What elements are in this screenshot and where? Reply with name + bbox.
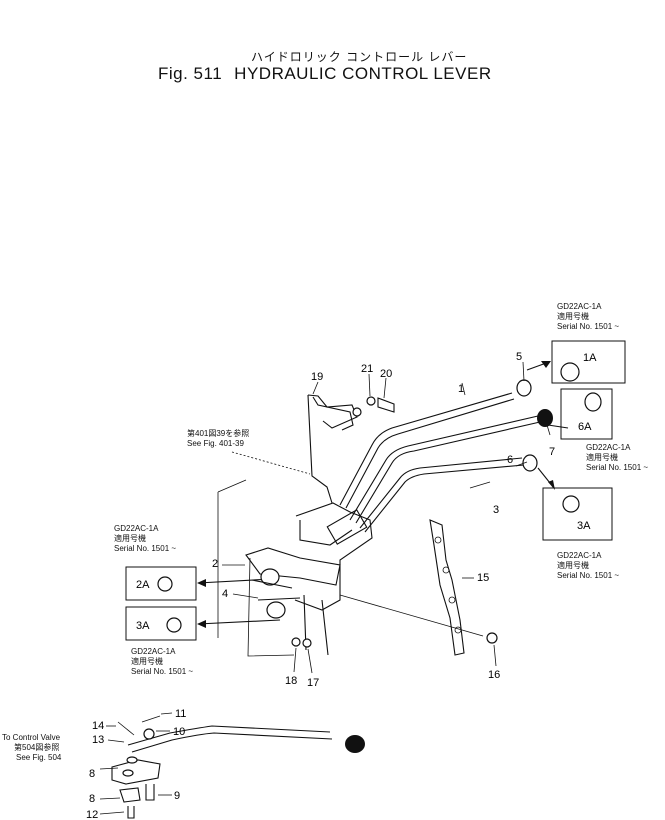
figure-number: Fig. 511 [158,64,223,83]
see-fig-401-note: 第401図39を参照 See Fig. 401-39 [187,429,249,449]
serial-note-jp: 適用号機 [586,453,618,462]
serial-note-model: GD22AC-1A [114,524,159,533]
part-number-7: 7 [549,446,555,458]
serial-note-serial: Serial No. 1501 ~ [557,571,620,580]
reference-line [217,451,311,657]
serial-note-serial: Serial No. 1501 ~ [131,667,194,676]
lever-knob-4 [266,601,286,619]
serial-note-model: GD22AC-1A [557,302,602,311]
control-valve-to: To Control Valve [2,733,61,742]
control-valve-note: To Control Valve 第504図参照 See Fig. 504 [2,733,61,763]
serial-note-6a: GD22AC-1A 適用号機 Serial No. 1501 ~ [586,443,648,473]
part-number-15: 15 [477,572,489,584]
part-number-19: 19 [311,371,323,383]
detail-arrows [197,361,569,628]
serial-note-model: GD22AC-1A [586,443,631,452]
part-number-20: 20 [380,368,392,380]
serial-note-jp: 適用号機 [131,657,163,666]
part-number-5: 5 [516,351,522,363]
part-number-3: 3 [493,504,499,516]
figure-title-japanese: ハイドロリック コントロール レバー [251,50,468,64]
part-number-1: 1 [458,383,464,395]
part-number-4: 4 [222,588,228,600]
part-number-8a: 8 [89,768,95,780]
part-number-14: 14 [92,720,104,732]
control-valve-en: See Fig. 504 [16,753,62,762]
lever-knob-5 [516,379,532,397]
serial-note-jp: 適用号機 [557,312,589,321]
figure-title: Fig. 511 HYDRAULIC CONTROL LEVER [158,64,492,84]
serial-note-3a-right: GD22AC-1A 適用号機 Serial No. 1501 ~ [557,551,619,581]
figure-title-english: HYDRAULIC CONTROL LEVER [234,64,492,83]
serial-note-serial: Serial No. 1501 ~ [557,322,620,331]
detail-label-1a: 1A [583,352,597,364]
part-number-13: 13 [92,734,104,746]
detail-box-6a: 6A [560,388,613,440]
serial-note-jp: 適用号機 [557,561,589,570]
serial-note-jp: 適用号機 [114,534,146,543]
detail-label-3a-left: 3A [136,620,150,632]
part-number-10: 10 [173,726,185,738]
part-number-16: 16 [488,669,500,681]
part-number-9: 9 [174,790,180,802]
part-number-11: 11 [175,708,186,720]
detail-box-3a-right: 3A [542,487,613,541]
detail-label-3a-right: 3A [577,520,591,532]
lever-knob-6 [522,454,538,472]
part-number-17: 17 [307,677,319,689]
serial-note-model: GD22AC-1A [557,551,602,560]
lever-assembly [339,379,553,533]
part-number-8b: 8 [89,793,95,805]
part-number-21: 21 [361,363,373,375]
serial-note-serial: Serial No. 1501 ~ [586,463,649,472]
serial-note-2a: GD22AC-1A 適用号機 Serial No. 1501 ~ [114,524,176,554]
see-fig-401-en: See Fig. 401-39 [187,439,244,448]
lever-knob-2 [260,568,280,586]
detail-label-2a: 2A [136,579,150,591]
serial-note-serial: Serial No. 1501 ~ [114,544,177,553]
serial-note-model: GD22AC-1A [131,647,176,656]
part-callouts: 1 2 3 4 5 6 7 8 8 9 10 11 12 13 14 15 16… [86,351,555,820]
bottom-lever-assembly [111,715,365,819]
lever-bracket [245,394,395,656]
see-fig-401-jp: 第401図39を参照 [187,429,250,438]
part-number-2: 2 [212,558,218,570]
part-number-18: 18 [285,675,297,687]
detail-box-2a: 2A [125,566,197,601]
detail-label-6a: 6A [578,421,592,433]
serial-note-1a: GD22AC-1A 適用号機 Serial No. 1501 ~ [557,302,619,332]
serial-note-3a-left: GD22AC-1A 適用号機 Serial No. 1501 ~ [131,647,193,677]
part-number-12: 12 [86,809,98,820]
part-number-6: 6 [507,454,513,466]
plate-15 [291,519,498,656]
lever-knob-7 [537,409,553,427]
detail-box-1a: 1A [551,340,626,384]
detail-box-3a-left: 3A [125,606,197,641]
control-valve-jp: 第504図参照 [14,743,60,752]
